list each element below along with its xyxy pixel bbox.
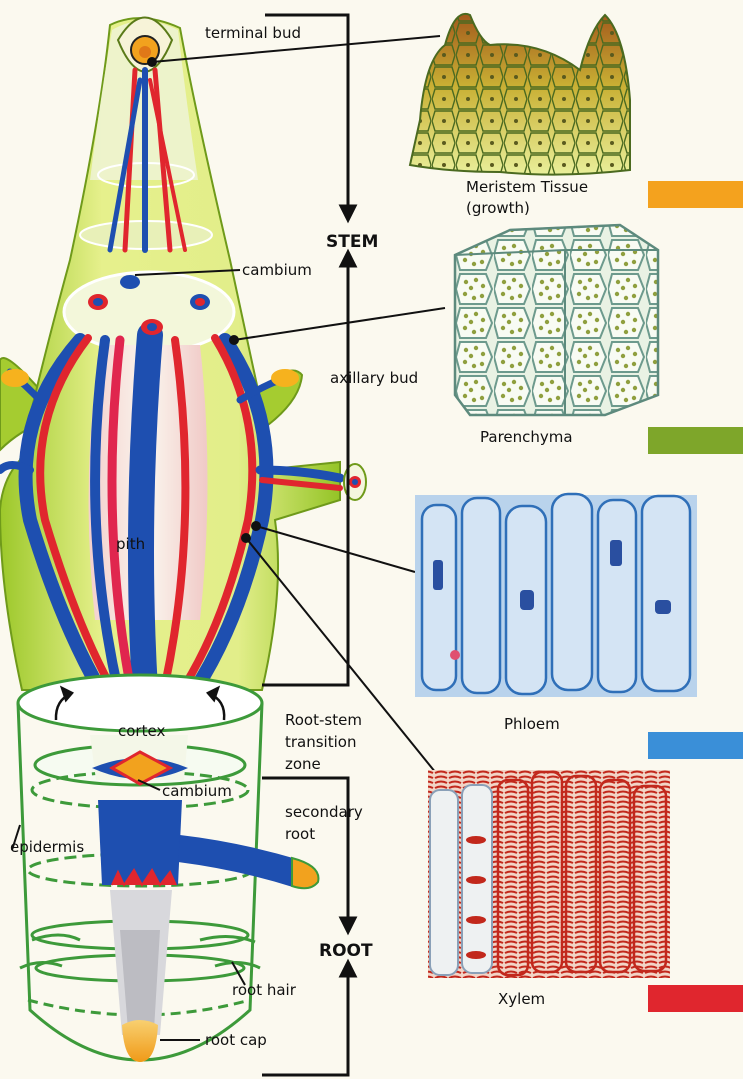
- tissue-sub-meristem: (growth): [466, 199, 530, 217]
- label-pith: pith: [116, 535, 145, 553]
- label-cambium-top: cambium: [242, 261, 312, 279]
- swatch-phloem: [648, 732, 743, 759]
- tissue-name-meristem: Meristem Tissue: [466, 178, 588, 196]
- label-secondary-root-line2: root: [285, 825, 315, 843]
- label-root: ROOT: [319, 941, 373, 961]
- label-stem: STEM: [326, 232, 378, 252]
- label-root-hair: root hair: [232, 981, 297, 999]
- label-transition-line3: zone: [285, 755, 321, 773]
- meristem-tissue-illustration: [410, 14, 630, 175]
- swatch-parenchyma: [648, 427, 743, 454]
- phloem-illustration: [415, 494, 697, 697]
- label-transition-line2: transition: [285, 733, 356, 751]
- swatch-xylem: [648, 985, 743, 1012]
- label-secondary-root-line1: secondary: [285, 803, 363, 821]
- label-cortex: cortex: [118, 722, 165, 740]
- tissue-name-phloem: Phloem: [504, 715, 560, 733]
- xylem-illustration: [428, 770, 670, 978]
- tissue-name-xylem: Xylem: [498, 990, 545, 1008]
- label-axillary-bud: axillary bud: [330, 369, 418, 387]
- swatch-meristem: [648, 181, 743, 208]
- label-terminal-bud: terminal bud: [205, 24, 301, 42]
- label-cambium-bottom: cambium: [162, 782, 232, 800]
- label-transition-line1: Root-stem: [285, 711, 362, 729]
- parenchyma-illustration: [455, 225, 658, 415]
- tissue-name-parenchyma: Parenchyma: [480, 428, 573, 446]
- label-root-cap: root cap: [205, 1031, 267, 1049]
- label-epidermis: epidermis: [10, 838, 84, 856]
